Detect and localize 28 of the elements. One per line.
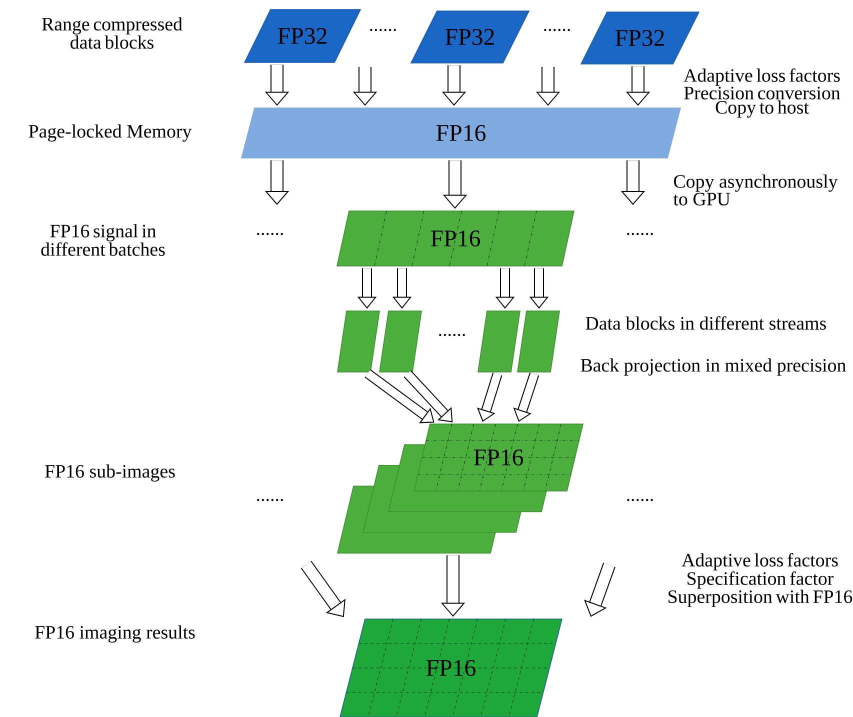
block-arrow [300, 560, 346, 618]
step-note: Copy asynchronously to GPU [673, 174, 838, 206]
step-note: Adaptive loss factors Specification factor Superposition with FP16 [668, 553, 852, 607]
stage-label: FP16 sub-images [45, 464, 175, 482]
step-note: Adaptive loss factors Precision conversion Copy to host [684, 68, 840, 118]
ellipsis: ...... [370, 28, 396, 32]
step-note: Back projection in mixed precision [580, 358, 846, 376]
block-arrow [364, 369, 434, 424]
stream-block [517, 310, 560, 372]
result-image: FP16 [340, 618, 563, 717]
stage-label: Page-locked Memory [28, 124, 192, 142]
stage-label: Range compressed data blocks [42, 17, 182, 49]
ellipsis: ...... [257, 498, 283, 502]
ellipsis: ...... [627, 498, 653, 502]
block-arrow [584, 562, 616, 617]
step-note: Data blocks in different streams [586, 316, 826, 330]
ellipsis: ...... [257, 232, 283, 236]
ellipsis: ...... [544, 28, 570, 32]
sub-image-sheet: FP16 [414, 424, 584, 492]
stage-label: FP16 signal in different batches [41, 224, 165, 256]
block-arrow [404, 370, 453, 422]
stream-block [379, 310, 422, 372]
signal-batch: FP16 [336, 210, 574, 266]
ellipsis: ...... [439, 334, 465, 336]
stream-block [478, 310, 520, 372]
ellipsis: ...... [627, 232, 653, 236]
stream-block [337, 310, 380, 372]
stage-label: FP16 imaging results [35, 625, 195, 643]
